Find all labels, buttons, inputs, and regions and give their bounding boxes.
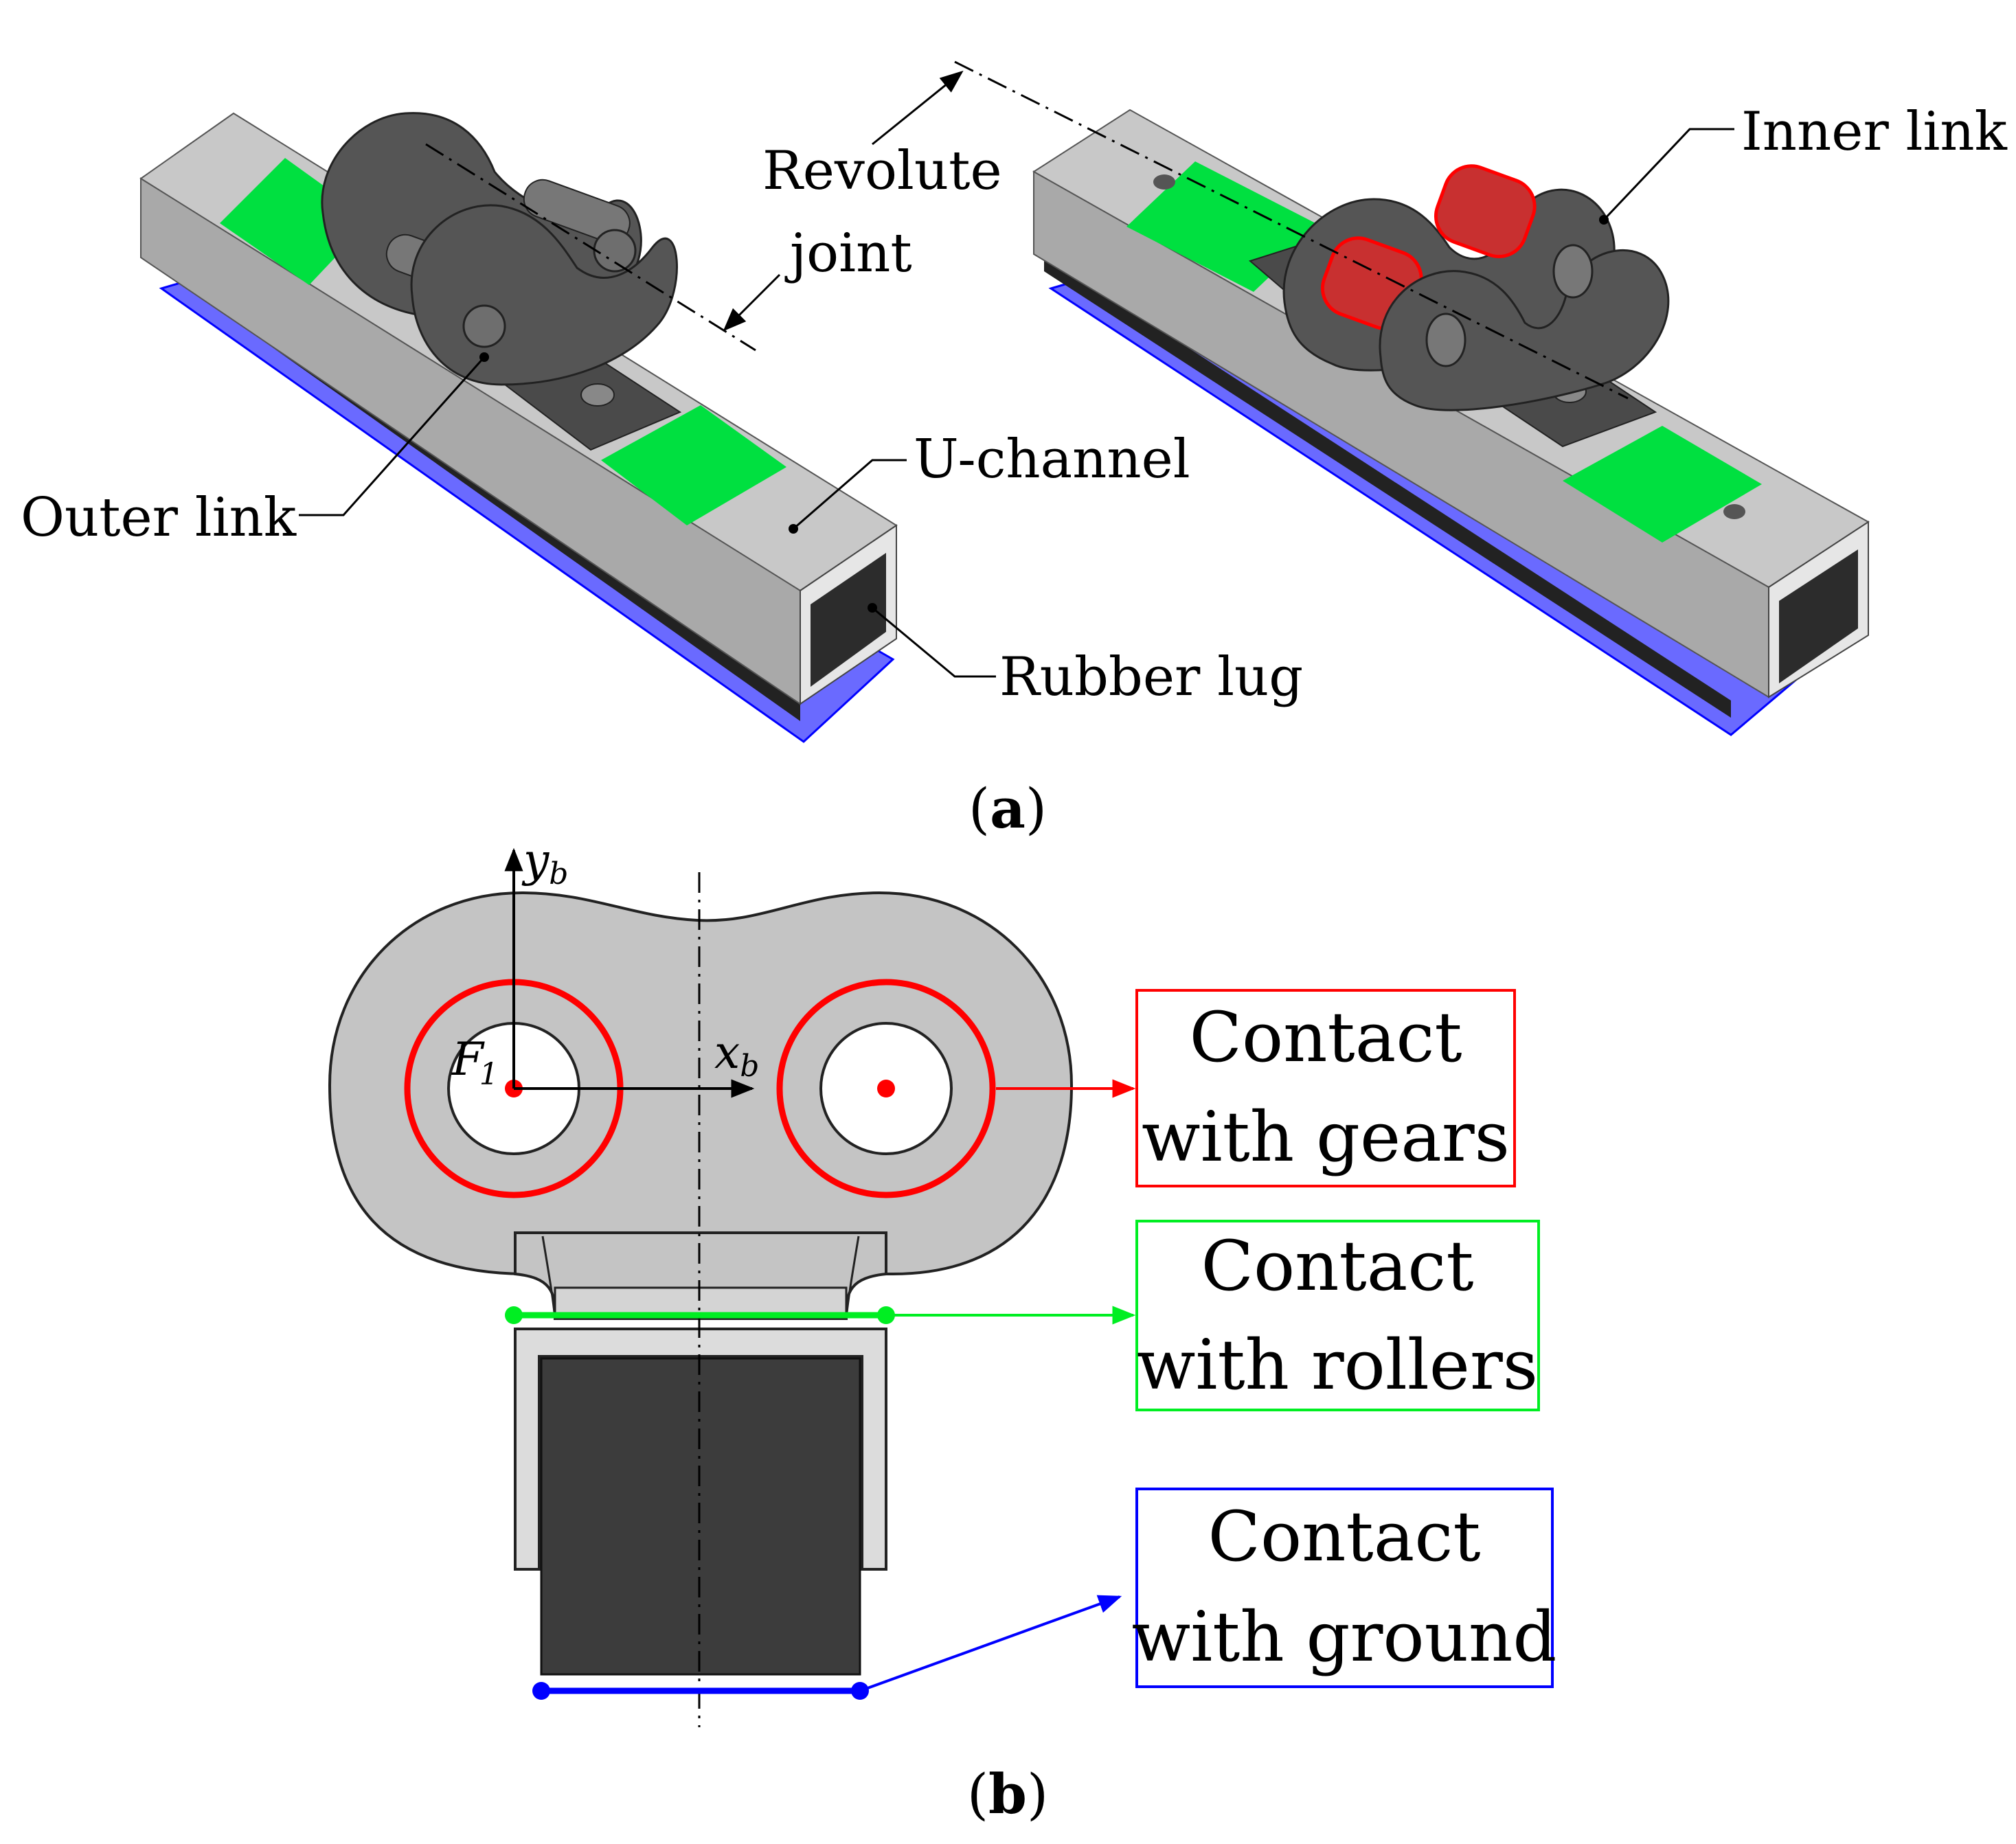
- leader-inner-link: [1602, 128, 1734, 221]
- u-channel-label: U-channel: [914, 429, 1190, 490]
- contact-rollers-line2: with rollers: [1137, 1325, 1538, 1405]
- pin-head: [462, 304, 506, 348]
- revolute-joint-arrow: [723, 273, 781, 332]
- contact-rollers-line1: Contact: [1201, 1226, 1473, 1306]
- pin-center-right: [877, 1080, 895, 1097]
- contact-strip-far: [1563, 426, 1762, 543]
- track-shoe-inner-link: [1032, 109, 1870, 736]
- rubber-lug-end: [811, 553, 886, 687]
- cross-section-schematic: [328, 847, 1074, 1727]
- contact-gears-box: Contact with gears: [1135, 989, 1516, 1187]
- rubber-lug-end: [1779, 549, 1858, 683]
- contact-gears-line1: Contact: [1189, 997, 1462, 1078]
- x-axis-label: xb: [714, 1026, 759, 1084]
- leader-dot: [789, 524, 798, 534]
- pin-front: [523, 179, 631, 244]
- leader-u-channel: [793, 459, 907, 530]
- rubber-lug-label: Rubber lug: [999, 646, 1303, 708]
- caption-a: (a): [969, 776, 1047, 841]
- gear-contact-right: [776, 979, 996, 1198]
- link-hole: [1425, 312, 1466, 367]
- link-hole: [1552, 244, 1594, 299]
- link-plate: [328, 891, 1074, 1275]
- frame-label: F1: [451, 1033, 499, 1092]
- y-axis-label: yb: [521, 834, 568, 891]
- contact-ground-box: Contact with ground: [1132, 1488, 1557, 1688]
- rubber-lug-section: [540, 1357, 861, 1676]
- u-channel-section: [514, 1328, 887, 1571]
- contact-ground-frame: [1135, 1488, 1554, 1688]
- bracket-hole: [580, 383, 615, 407]
- contact-strip-far: [601, 405, 786, 525]
- inner-plate-front: [1379, 249, 1670, 411]
- roller-far: [1434, 164, 1537, 258]
- contact-gears-frame: [1135, 989, 1516, 1187]
- revolute-label-line1: Revolute: [762, 140, 1002, 202]
- revolute-joint-axis: [954, 60, 1629, 400]
- outer-link-label: Outer link: [21, 487, 297, 549]
- contact-rollers-frame: [1135, 1220, 1540, 1411]
- channel-hole: [1153, 174, 1175, 190]
- roller-contact-point: [505, 1306, 523, 1324]
- rubber-lug-base: [1044, 254, 1731, 718]
- leader-dot: [1599, 215, 1609, 225]
- contact-gears-line2: with gears: [1142, 1097, 1510, 1177]
- track-shoe-outer-link: [139, 112, 898, 743]
- pin-head: [593, 229, 637, 273]
- contact-ground-line1: Contact: [1208, 1496, 1480, 1577]
- revolute-joint-axis: [425, 143, 756, 352]
- revolute-joint-arrow: [872, 70, 964, 146]
- leader-dot: [868, 603, 877, 613]
- leader-rubber-lug: [872, 606, 996, 678]
- contact-rollers-box: Contact with rollers: [1135, 1220, 1540, 1411]
- leader-dot: [479, 352, 489, 362]
- caption-b: (b): [967, 1762, 1048, 1826]
- ground-arrow: [859, 1595, 1122, 1692]
- channel-hole: [1723, 504, 1745, 519]
- leader-outer-link: [299, 356, 486, 516]
- ground-contact-point: [532, 1682, 550, 1700]
- contact-ground-line2: with ground: [1132, 1597, 1557, 1677]
- revolute-label-line2: joint: [784, 223, 912, 284]
- inner-link-label: Inner link: [1741, 101, 2008, 163]
